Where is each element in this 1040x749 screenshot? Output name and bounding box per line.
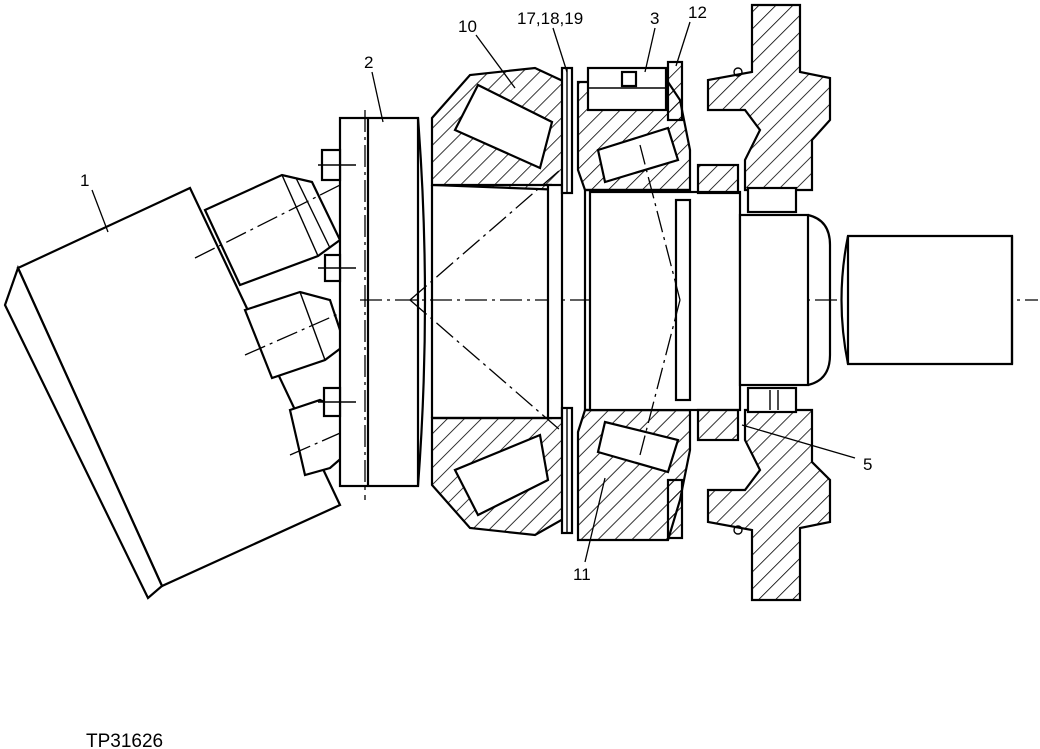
adjusting-ring [586,66,668,112]
leader-5 [741,424,856,459]
callout-3: 3 [650,9,659,28]
leader-17-18-19 [552,27,568,73]
retaining-plate [666,60,684,540]
leader-12 [675,21,691,67]
callout-11: 11 [573,565,591,584]
output-flange [696,3,832,602]
callout-1: 1 [80,171,89,190]
callout-10: 10 [458,17,477,36]
leader-11 [584,477,606,563]
leader-2 [371,71,384,123]
leader-3 [644,27,656,73]
callout-5: 5 [863,455,872,474]
left-bearing-rollers [453,83,554,517]
seal-ring-stack [560,66,574,535]
leader-1 [91,189,109,233]
right-bearing-rollers [596,126,680,474]
motor-block [3,169,371,600]
callout-17-18-19: 17,18,19 [517,9,583,28]
flange-plate [318,116,427,488]
callout-2: 2 [364,53,373,72]
leader-10 [475,34,516,89]
figure-id: TP31626 [86,731,163,749]
callout-12: 12 [688,3,707,22]
drive-shaft [409,144,1014,456]
